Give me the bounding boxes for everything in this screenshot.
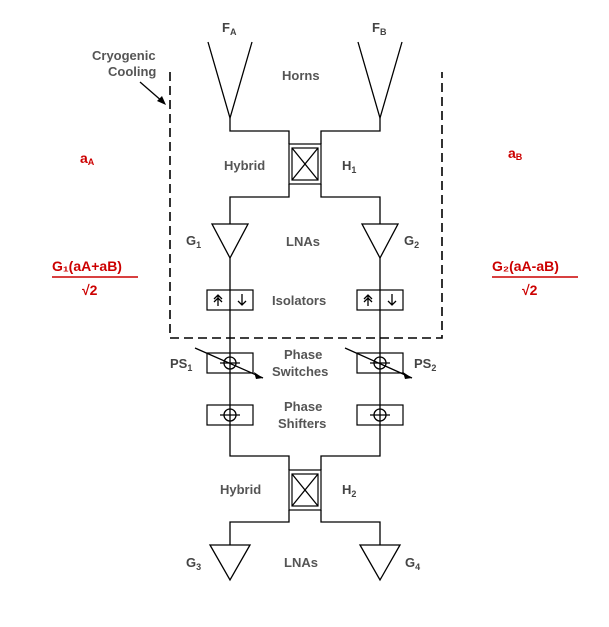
cryogenic-label: Cryogenic	[92, 48, 156, 63]
left-combined-denominator: √2	[82, 282, 98, 298]
feed-left-label: FA	[222, 20, 237, 37]
phase-switches-label-line2: Switches	[272, 364, 328, 379]
signal-a-a-label: aA	[80, 150, 95, 167]
signal-a-b-label: aB	[508, 145, 523, 162]
lnas-bottom-label: LNAs	[284, 555, 318, 570]
wire-horn-left-to-h1	[229, 118, 290, 144]
horn-left	[207, 41, 253, 121]
cryogenic-enclosure	[169, 72, 443, 339]
feed-right-label: FB	[372, 20, 387, 37]
phase-shifters-label-line1: Phase	[284, 399, 322, 414]
wire-h2-to-g4	[320, 510, 381, 545]
cryogenic-pointer-arrow	[139, 81, 164, 103]
left-combined-numerator: G₁(aA+aB)	[52, 258, 122, 274]
ps2-label: PS2	[414, 356, 436, 373]
hybrid-bottom-label: Hybrid	[220, 482, 261, 497]
right-combined-numerator: G₂(aA-aB)	[492, 258, 559, 274]
isolators-label: Isolators	[272, 293, 326, 308]
lna-g4-triangle	[358, 544, 402, 582]
hybrid-h1	[288, 143, 322, 185]
wire-horn-right-to-h1	[320, 118, 381, 144]
lnas-top-label: LNAs	[286, 234, 320, 249]
phase-switches-label-line1: Phase	[284, 347, 322, 362]
hybrid-h2	[288, 469, 322, 511]
phase-switch-ps2	[344, 347, 413, 379]
phase-shifters-label-line2: Shifters	[278, 416, 326, 431]
phase-shifter-right	[356, 404, 404, 426]
lna-g2-triangle	[360, 223, 400, 260]
g1-label: G1	[186, 233, 201, 250]
wire-h2-to-g3	[229, 510, 290, 545]
h1-label: H1	[342, 158, 356, 175]
cooling-label: Cooling	[108, 64, 156, 79]
wire-h1-to-g1	[229, 184, 290, 224]
g2-label: G2	[404, 233, 419, 250]
lna-g1-triangle	[210, 223, 250, 260]
wire-shifter-left-to-h2	[229, 425, 290, 470]
isolator-right	[356, 289, 404, 311]
h2-label: H2	[342, 482, 356, 499]
wire-shifter-right-to-h2	[320, 425, 381, 470]
wire-h1-to-g2	[320, 184, 381, 224]
phase-switch-ps1	[194, 347, 264, 379]
lna-g3-triangle	[208, 544, 252, 582]
horn-right	[357, 41, 403, 121]
horns-label: Horns	[282, 68, 320, 83]
ps1-label: PS1	[170, 356, 192, 373]
right-combined-denominator: √2	[522, 282, 538, 298]
g3-label: G3	[186, 555, 201, 572]
g4-label: G4	[405, 555, 420, 572]
isolator-left	[206, 289, 254, 311]
hybrid-top-label: Hybrid	[224, 158, 265, 173]
phase-shifter-left	[206, 404, 254, 426]
